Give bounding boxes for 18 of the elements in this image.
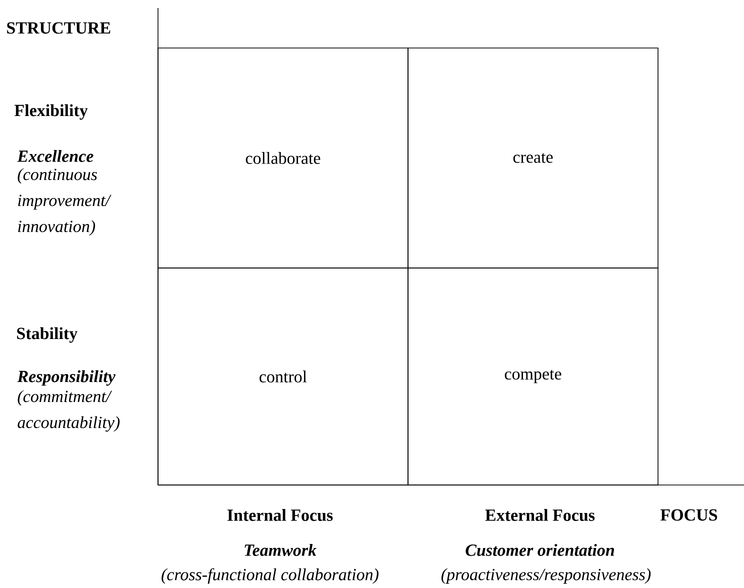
quadrant-box: create: [408, 48, 658, 268]
row-value: Excellence: [17, 150, 94, 162]
quadrant-box: compete: [408, 268, 658, 486]
row-heading: Stability: [17, 327, 78, 343]
quadrant-box: control: [158, 268, 408, 486]
column-value: Customer orientation: [466, 544, 614, 556]
axis-title: STRUCTURE: [7, 22, 110, 34]
row-heading: Flexibility: [14, 104, 88, 120]
column-heading: External Focus: [485, 509, 595, 521]
quadrant-box: collaborate: [158, 48, 408, 268]
column-value: Teamwork: [244, 544, 316, 556]
column-description: (proactiveness/responsiveness): [441, 568, 651, 584]
row-description: (commitment/ accountability): [18, 390, 120, 432]
row-value: Responsibility: [17, 370, 116, 386]
column-description: (cross-functional collaboration): [162, 568, 378, 584]
axis-title: FOCUS: [660, 509, 718, 521]
column-heading: Internal Focus: [227, 509, 333, 521]
row-description: (continuous improvement/ innovation): [18, 168, 112, 236]
